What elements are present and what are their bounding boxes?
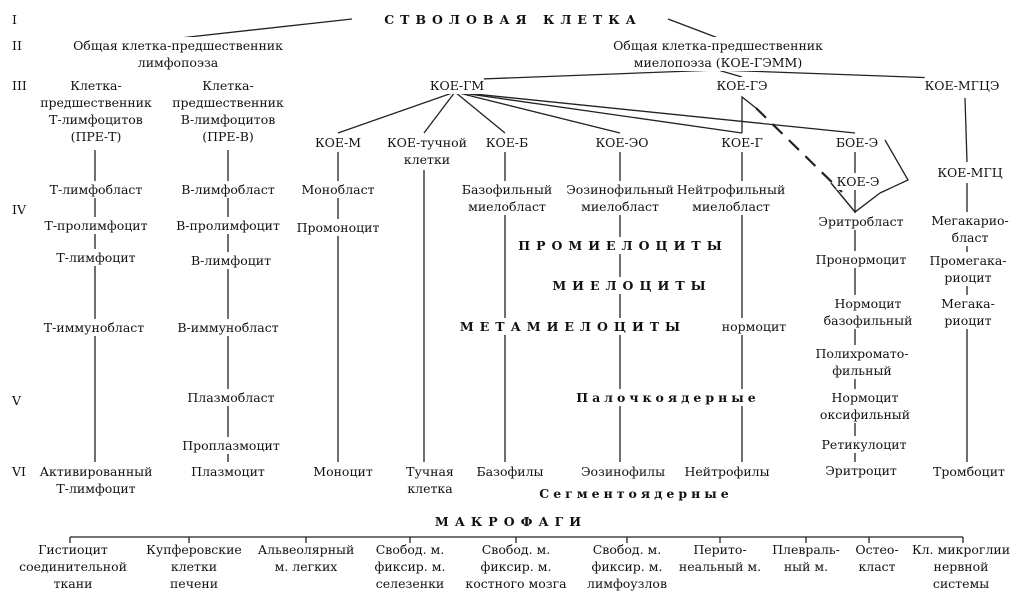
- level-label: IV: [12, 202, 26, 217]
- edge-koegm-koem: [337, 91, 456, 134]
- koe-ge: КОЕ-ГЭ: [716, 77, 768, 94]
- macrophage-item: Купферовские клетки печени: [146, 542, 242, 591]
- level-label: V: [12, 393, 22, 408]
- koe-g: КОЕ-Г: [721, 134, 763, 151]
- plasmocyte: Плазмоцит: [191, 463, 265, 480]
- basophilic-normocyte: Нормоцит базофильный: [823, 295, 913, 329]
- macrophage-item: Кл. микроглии нервной системы: [911, 542, 1011, 591]
- erythrocyte: Эритроцит: [825, 462, 897, 479]
- promegakaryocyte: Промегака- риоцит: [929, 252, 1007, 286]
- macrophage-item: Перито- неальный м.: [678, 542, 762, 574]
- level-label: III: [12, 78, 27, 93]
- koe-mgc: КОЕ-МГЦ: [937, 164, 1003, 181]
- mast-cell: Тучная клетка: [406, 463, 454, 497]
- edge-koegm-koemast: [423, 91, 456, 134]
- t-lymphocyte: Т-лимфоцит: [56, 249, 136, 266]
- pre-t-cell: Клетка- предшественник Т-лимфоцитов (ПРЕ…: [40, 78, 152, 144]
- b-prolymphocyte: В-пролимфоцит: [176, 217, 280, 234]
- edge-koegm-koeg: [454, 91, 743, 134]
- edge-stem-lymph: [179, 18, 353, 39]
- macrophage-item: Свобод. м. фиксир. м. костного мозга: [465, 542, 567, 591]
- basophilic-myeloblast: Базофильный миелобласт: [461, 181, 553, 215]
- macrophage-item: Свобод. м. фиксир. м. лимфоузлов: [587, 542, 667, 591]
- level-label: II: [12, 38, 22, 53]
- megakaryocyte: Мегака- риоцит: [941, 295, 995, 329]
- basophils: Базофилы: [476, 463, 544, 480]
- level-label: I: [12, 12, 17, 27]
- arrowhead-to-erythroblast: [830, 182, 881, 213]
- edge-koege-boee-dashed: [755, 107, 843, 193]
- macrophage-item: Альвеолярный м. легких: [257, 542, 355, 574]
- neutrophilic-myeloblast: Нейтрофильный миелобласт: [676, 181, 786, 215]
- myelocytes: МИЕЛОЦИТЫ: [552, 277, 712, 294]
- b-immunoblast: В-иммунобласт: [177, 319, 279, 336]
- macrophage-item: Свобод. м. фиксир. м. селезенки: [374, 542, 446, 591]
- thrombocyte: Тромбоцит: [933, 463, 1005, 480]
- edge-boee-koee: [879, 139, 909, 194]
- segmented-cells: Сегментоядерные: [539, 485, 733, 502]
- b-lymphocyte: В-лимфоцит: [191, 252, 271, 269]
- erythroblast: Эритробласт: [818, 213, 904, 230]
- edge-stem-myelo: [667, 18, 719, 39]
- koe-b: КОЕ-Б: [485, 134, 529, 151]
- koe-mgce: КОЕ-МГЦЭ: [924, 77, 1000, 94]
- edge-koemgce-koemgc: [964, 97, 968, 163]
- edge-myelo-koemgce: [717, 69, 966, 80]
- b-lymphoblast: В-лимфобласт: [181, 181, 275, 198]
- proplasmocyte: Проплазмоцит: [182, 437, 280, 454]
- edge-koege-koeg: [741, 95, 757, 133]
- promonocyte: Промоноцит: [296, 219, 380, 236]
- macrophage-item: Гистиоцит соединительной ткани: [19, 542, 127, 591]
- pre-b-cell: Клетка- предшественник В-лимфоцитов (ПРЕ…: [172, 78, 284, 144]
- monoblast: Монобласт: [301, 181, 375, 198]
- polychromatophilic-normocyte: Полихромато- фильный: [815, 345, 909, 379]
- boe-e: БОЕ-Э: [835, 134, 879, 151]
- stem-cell-title: СТВОЛОВАЯ КЛЕТКА: [384, 12, 642, 27]
- neutrophils: Нейтрофилы: [684, 463, 770, 480]
- koe-gm: КОЕ-ГМ: [429, 77, 485, 94]
- myeloid-progenitor: Общая клетка-предшественник миелопоэза (…: [613, 37, 823, 71]
- promyelocytes: ПРОМИЕЛОЦИТЫ: [518, 237, 728, 254]
- eosinophilic-myeloblast: Эозинофильный миелобласт: [566, 181, 674, 215]
- neutrophil-normocyte: нормоцит: [721, 318, 787, 335]
- macrophages-title: МАКРОФАГИ: [434, 514, 588, 529]
- monocyte: Моноцит: [313, 463, 373, 480]
- pronormocyte: Пронормоцит: [815, 251, 907, 268]
- edge-koegm-koeeo: [454, 91, 621, 134]
- edge-myelo-koege: [717, 69, 743, 78]
- t-immunoblast: Т-иммунобласт: [43, 319, 145, 336]
- koe-e: КОЕ-Э: [836, 173, 880, 190]
- metamyelocytes: МЕТАМИЕЛОЦИТЫ: [459, 318, 687, 335]
- edge-koegm-koeb: [454, 91, 506, 134]
- activated-t-lymphocyte: Активированный Т-лимфоцит: [39, 463, 153, 497]
- level-label: VI: [12, 464, 26, 479]
- koe-m: КОЕ-М: [314, 134, 362, 151]
- eosinophils: Эозинофилы: [580, 463, 666, 480]
- plasmoblast: Плазмобласт: [187, 389, 275, 406]
- megakaryoblast: Мегакарио- бласт: [931, 212, 1009, 246]
- t-lymphoblast: Т-лимфобласт: [49, 181, 143, 198]
- lymphoid-progenitor: Общая клетка-предшественник лимфопоэза: [73, 37, 283, 71]
- edge-myelo-koegm: [454, 69, 719, 81]
- koe-eo: КОЕ-ЭО: [595, 134, 649, 151]
- macrophage-item: Плевраль- ный м.: [772, 542, 840, 574]
- edge-koegm-boee: [454, 91, 856, 134]
- koe-mast-cell: КОЕ-тучной клетки: [387, 134, 467, 168]
- t-prolymphocyte: Т-пролимфоцит: [44, 217, 148, 234]
- reticulocyte: Ретикулоцит: [821, 436, 907, 453]
- oxyphilic-normocyte: Нормоцит оксифильный: [819, 389, 911, 423]
- band-cells: Палочкоядерные: [576, 389, 760, 406]
- macrophage-item: Остео- класт: [855, 542, 899, 574]
